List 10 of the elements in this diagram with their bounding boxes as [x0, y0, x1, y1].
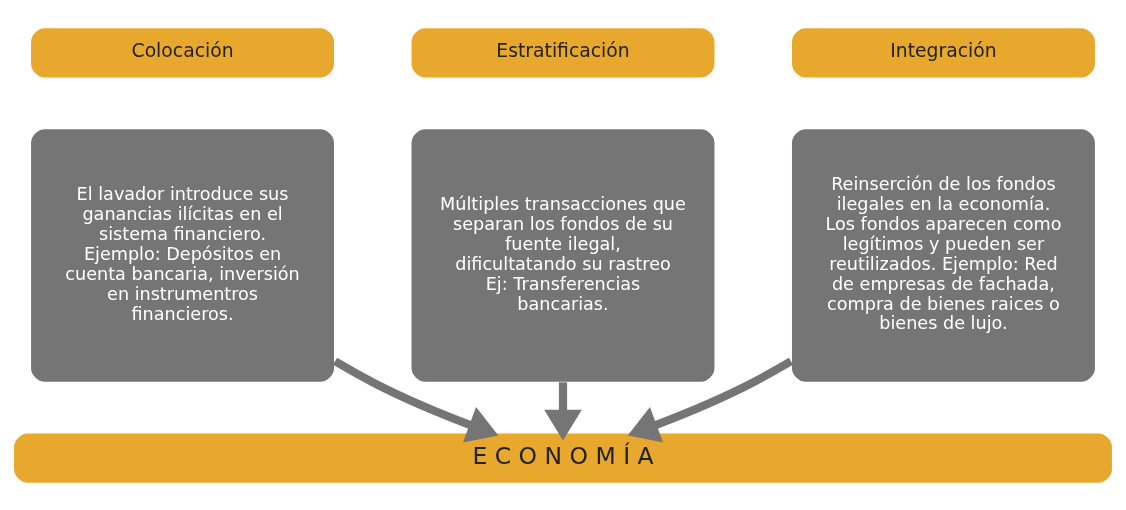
- node-box: Estratificación: [410, 26, 716, 79]
- node-box: Integración: [790, 26, 1097, 79]
- arrow: [544, 381, 582, 441]
- arrow: [332, 357, 499, 442]
- node-box: El lavador introduce sus ganancias ilícitas en el sistema financiero. Ejemplo: Depósitos en cuenta bancaria, inversión en instrumentros financieros.: [29, 127, 336, 383]
- node-box: Múltiples transacciones que separan los fondos de su fuente ilegal, dificultatando su rastreo Ej: Transferencias bancarias.: [410, 127, 716, 383]
- node-box: Colocación: [29, 26, 336, 79]
- node-box: Reinserción de los fondos ilegales en la economía. Los fondos aparecen como legítimos y pueden ser reutilizados. Ejemplo: Red de empresas de fachada, compra de bienes raices o bienes de lujo.: [790, 127, 1097, 383]
- node-box: E C O N O M Í A: [12, 431, 1114, 484]
- arrow: [627, 357, 794, 442]
